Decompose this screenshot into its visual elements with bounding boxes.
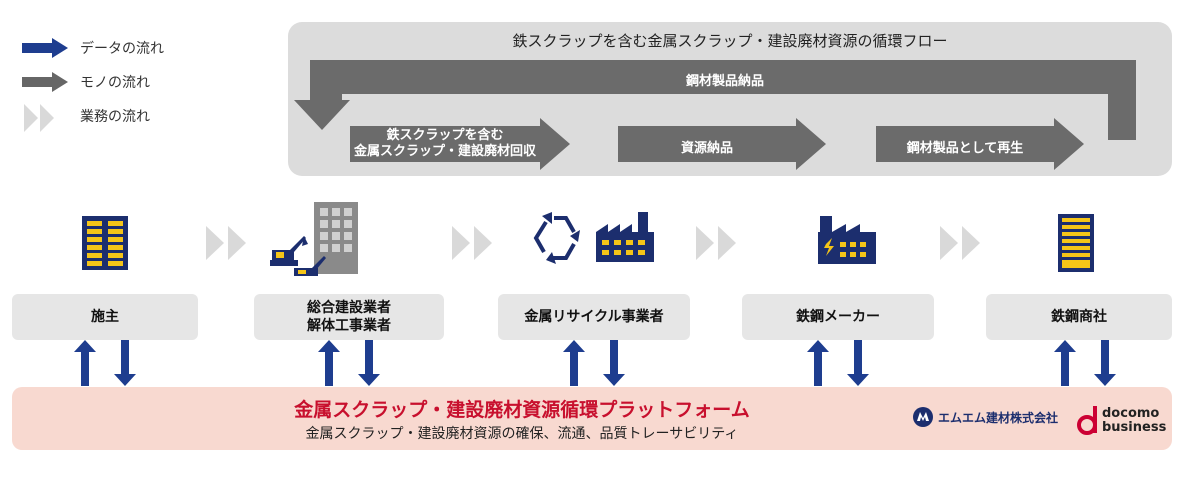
- demolition-site-icon: [270, 202, 358, 276]
- actor-steel-trader: 鉄鋼商社: [986, 294, 1172, 340]
- process-chevron-3: [696, 226, 736, 260]
- data-flow-arrows: [74, 340, 1116, 386]
- gray-arrow-icon: [22, 72, 68, 92]
- legend-label-goods: モノの流れ: [80, 75, 150, 91]
- process-chevron-2: [452, 226, 492, 260]
- legend-label-process: 業務の流れ: [80, 109, 150, 125]
- step-label-deliver: 資源納品: [680, 141, 733, 156]
- actor-contractor: 総合建設業者 解体工事業者: [254, 294, 444, 340]
- recycle-factory-icon: [533, 212, 654, 264]
- blue-arrow-icon: [22, 38, 68, 58]
- light-chevron-icon: [24, 104, 54, 132]
- legend-label-data: データの流れ: [80, 41, 164, 57]
- actor-contractor-line2: 解体工事業者: [307, 318, 391, 334]
- step-arrow-deliver: [618, 118, 826, 170]
- actor-steel-maker-label: 鉄鋼メーカー: [796, 309, 880, 325]
- process-chevron-1: [206, 226, 246, 260]
- building-icon: [82, 216, 128, 270]
- mm-logo-icon: [913, 407, 933, 427]
- actor-contractor-line1: 総合建設業者: [307, 300, 391, 316]
- step-arrow-regenerate: [876, 118, 1084, 170]
- step-label-collect: 鉄スクラップを含む 金属スクラップ・建設廃材回収: [350, 128, 540, 160]
- docomo-text: docomo: [1102, 406, 1160, 421]
- return-flow-arrow: [294, 60, 1136, 140]
- circulation-title: 鉄スクラップを含む金属スクラップ・建設廃材資源の循環フロー: [512, 32, 948, 50]
- platform-subtitle: 金属スクラップ・建設廃材資源の確保、流通、品質トレーサビリティ: [305, 426, 739, 442]
- platform-panel: [12, 387, 1172, 450]
- step-label-regenerate: 鋼材製品として再生: [906, 141, 1024, 156]
- actor-owner-label: 施主: [91, 309, 119, 325]
- step-label-collect-line1: 鉄スクラップを含む: [386, 128, 504, 143]
- return-flow-label: 鋼材製品納品: [685, 74, 764, 89]
- step-label-collect-line2: 金属スクラップ・建設廃材回収: [353, 144, 536, 159]
- docomo-business-logo: docomo business: [1076, 402, 1172, 438]
- actor-recycler: 金属リサイクル事業者: [498, 294, 690, 340]
- actor-owner: 施主: [12, 294, 198, 340]
- trading-company-icon: [1058, 214, 1094, 272]
- actor-recycler-label: 金属リサイクル事業者: [524, 309, 664, 325]
- platform-title: 金属スクラップ・建設廃材資源循環プラットフォーム: [294, 399, 750, 421]
- step-arrow-collect: [350, 118, 570, 170]
- actor-steel-trader-label: 鉄鋼商社: [1051, 309, 1107, 325]
- process-chevron-4: [940, 226, 980, 260]
- actor-steel-maker: 鉄鋼メーカー: [742, 294, 934, 340]
- mm-kenzai-logo: エムエム建材株式会社: [912, 405, 1072, 429]
- mm-logo-text: エムエム建材株式会社: [938, 410, 1059, 425]
- power-factory-icon: [818, 216, 876, 264]
- docomo-d-icon: [1077, 406, 1097, 435]
- business-text: business: [1102, 420, 1167, 435]
